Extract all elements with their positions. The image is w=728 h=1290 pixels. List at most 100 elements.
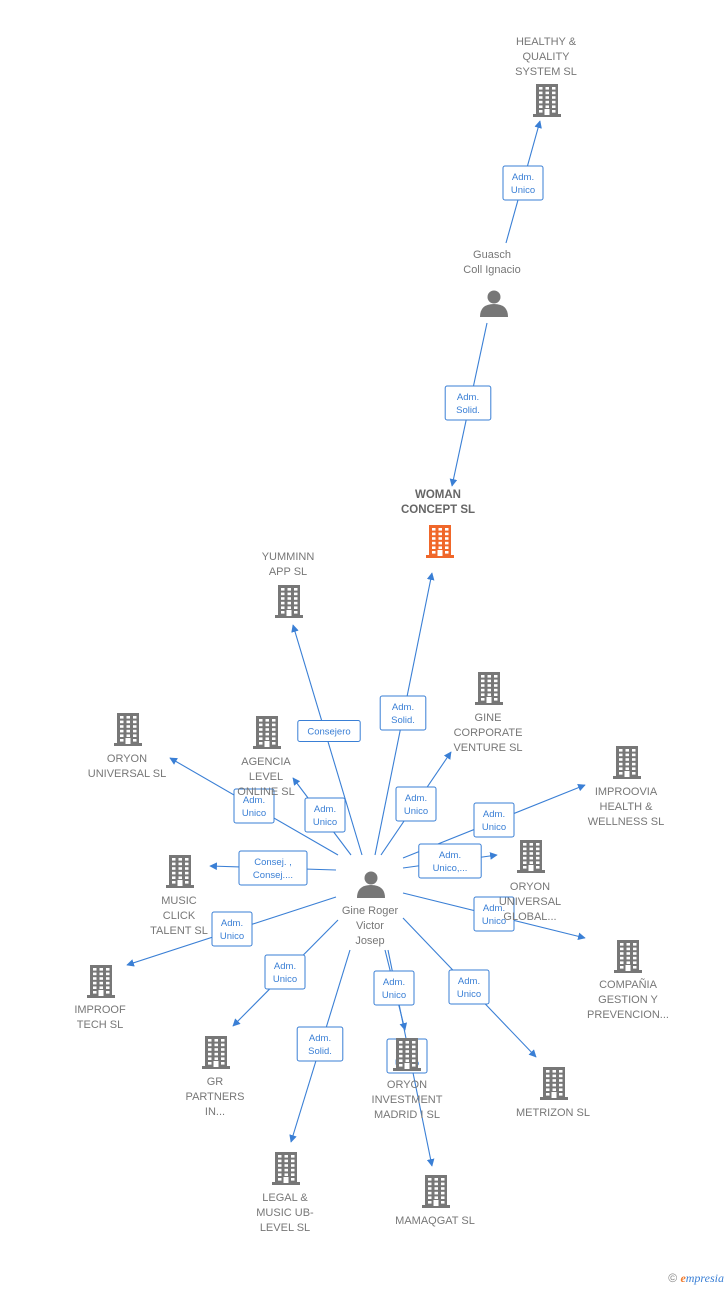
node-label-oryon_global: UNIVERSAL bbox=[499, 896, 561, 908]
node-label-gine_roger: Gine Roger bbox=[342, 905, 399, 917]
node-label-oryon_univ: ORYON bbox=[107, 753, 147, 765]
node-oryon_global[interactable]: ORYON UNIVERSAL GLOBAL... bbox=[499, 840, 561, 923]
edge-label-gine_roger-to-oryon_univ[interactable]: Adm.Unico bbox=[233, 788, 275, 824]
node-label-gine_roger: Josep bbox=[355, 935, 384, 947]
node-label-music_click: TALENT SL bbox=[150, 925, 208, 937]
node-label-improovia: WELLNESS SL bbox=[588, 816, 664, 828]
node-label-agencia: AGENCIA bbox=[241, 756, 291, 768]
node-label-mamaqgat: MAMAQGAT SL bbox=[395, 1215, 475, 1227]
edge-label-text: Adm. bbox=[483, 809, 505, 820]
edge-label-gine_roger-to-compania[interactable]: Adm. Unico bbox=[473, 896, 515, 932]
building-icon bbox=[614, 940, 642, 973]
building-icon bbox=[393, 1038, 421, 1071]
building-icon bbox=[533, 84, 561, 117]
building-icon bbox=[272, 1152, 300, 1185]
node-label-healthy: HEALTHY & bbox=[516, 36, 577, 48]
node-label-metrizon: METRIZON SL bbox=[516, 1107, 590, 1119]
empresia-logo[interactable]: empresia bbox=[680, 1271, 724, 1285]
edge-label-gine_roger-to-yumminn[interactable]: Consejero bbox=[297, 720, 361, 742]
node-label-guasch: Guasch bbox=[473, 249, 511, 261]
edge-label-text: Adm. bbox=[274, 961, 296, 972]
edge-label-gine_roger-to-agencia[interactable]: Adm.Unico bbox=[304, 797, 346, 833]
node-label-legal_music: LEGAL & bbox=[262, 1192, 308, 1204]
node-gr_partners[interactable]: GR PARTNERS IN... bbox=[186, 1036, 245, 1118]
edge-label-guasch-to-woman[interactable]: Adm.Solid. bbox=[444, 385, 492, 421]
edge-label-box bbox=[264, 954, 306, 990]
edge-label-gine_roger-to-legal_music[interactable]: Adm.Solid. bbox=[296, 1026, 344, 1062]
building-icon bbox=[540, 1067, 568, 1100]
edge-label-guasch-to-healthy[interactable]: Adm.Unico bbox=[502, 165, 544, 201]
node-label-improof: IMPROOF bbox=[74, 1004, 126, 1016]
edge-label-gine_roger-to-oryon_global[interactable]: Adm.Unico,... bbox=[418, 843, 482, 879]
node-label-gr_partners: GR bbox=[207, 1076, 224, 1088]
edge-label-gine_roger-to-music_click[interactable]: Consej. ,Consej.... bbox=[238, 850, 308, 886]
edge-label-box bbox=[297, 720, 361, 742]
edge-label-text: Solid. bbox=[456, 405, 480, 416]
edge-label-box bbox=[444, 385, 492, 421]
edge-label-box bbox=[502, 165, 544, 201]
edge-label-gine_roger-to-oryon_madrid[interactable]: Adm. Unico bbox=[373, 970, 415, 1006]
node-label-improof: TECH SL bbox=[77, 1019, 123, 1031]
node-label-guasch: Coll Ignacio bbox=[463, 264, 520, 276]
edge-label-box bbox=[379, 695, 427, 731]
edge-label-text: Solid. bbox=[308, 1046, 332, 1057]
node-label-improovia: IMPROOVIA bbox=[595, 786, 658, 798]
building-icon bbox=[517, 840, 545, 873]
node-improof[interactable]: IMPROOF TECH SL bbox=[74, 965, 126, 1031]
edge-label-text: Unico bbox=[382, 990, 406, 1001]
node-label-legal_music: LEVEL SL bbox=[260, 1222, 310, 1234]
edge-label-text: Adm. bbox=[458, 976, 480, 987]
node-label-gr_partners: IN... bbox=[205, 1106, 225, 1118]
edge-label-text: Unico,... bbox=[433, 863, 468, 874]
node-mamaqgat[interactable]: MAMAQGAT SL bbox=[395, 1175, 475, 1227]
node-metrizon[interactable]: METRIZON SL bbox=[516, 1067, 590, 1119]
edge-label-box bbox=[373, 970, 415, 1006]
node-healthy[interactable]: HEALTHY & QUALITY SYSTEM SL bbox=[515, 36, 577, 117]
edge-label-text: Adm. bbox=[405, 793, 427, 804]
person-icon bbox=[357, 871, 385, 898]
node-label-music_click: CLICK bbox=[163, 910, 196, 922]
edge-label-text: Solid. bbox=[391, 715, 415, 726]
edge-label-text: Unico bbox=[482, 916, 506, 927]
edge-label-gine_roger-to-gr_partners[interactable]: Adm. Unico bbox=[264, 954, 306, 990]
node-label-legal_music: MUSIC UB- bbox=[256, 1207, 314, 1219]
edge-label-text: Unico bbox=[273, 974, 297, 985]
node-label-gr_partners: PARTNERS bbox=[186, 1091, 245, 1103]
node-label-oryon_global: GLOBAL... bbox=[503, 911, 556, 923]
edge-label-gine_roger-to-woman[interactable]: Adm. Solid. bbox=[379, 695, 427, 731]
edge-label-gine_roger-to-improof[interactable]: Adm.Unico bbox=[211, 911, 253, 947]
edge-label-text: Unico bbox=[313, 817, 337, 828]
footer: © empresia bbox=[668, 1271, 724, 1286]
building-icon bbox=[613, 746, 641, 779]
edge-label-gine_roger-to-metrizon[interactable]: Adm.Unico bbox=[448, 969, 490, 1005]
edge-label-text: Adm. bbox=[383, 977, 405, 988]
edge-label-text: Adm. bbox=[392, 702, 414, 713]
node-label-gine_roger: Victor bbox=[356, 920, 384, 932]
node-label-healthy: SYSTEM SL bbox=[515, 66, 577, 78]
edge-label-box bbox=[473, 896, 515, 932]
node-legal_music[interactable]: LEGAL & MUSIC UB- LEVEL SL bbox=[256, 1152, 314, 1234]
edge-label-gine_roger-to-gine_corp[interactable]: Adm. Unico bbox=[395, 786, 437, 822]
edge-label-gine_roger-to-improovia[interactable]: Adm.Unico bbox=[473, 802, 515, 838]
building-icon bbox=[114, 713, 142, 746]
edge-label-text: Adm. bbox=[243, 795, 265, 806]
edge-label-text: Adm. bbox=[483, 903, 505, 914]
node-label-oryon_global: ORYON bbox=[510, 881, 550, 893]
copyright-symbol: © bbox=[668, 1271, 678, 1285]
edge-label-text: Unico bbox=[404, 806, 428, 817]
node-label-agencia: LEVEL bbox=[249, 771, 283, 783]
building-icon bbox=[422, 1175, 450, 1208]
node-label-healthy: QUALITY bbox=[522, 51, 570, 63]
